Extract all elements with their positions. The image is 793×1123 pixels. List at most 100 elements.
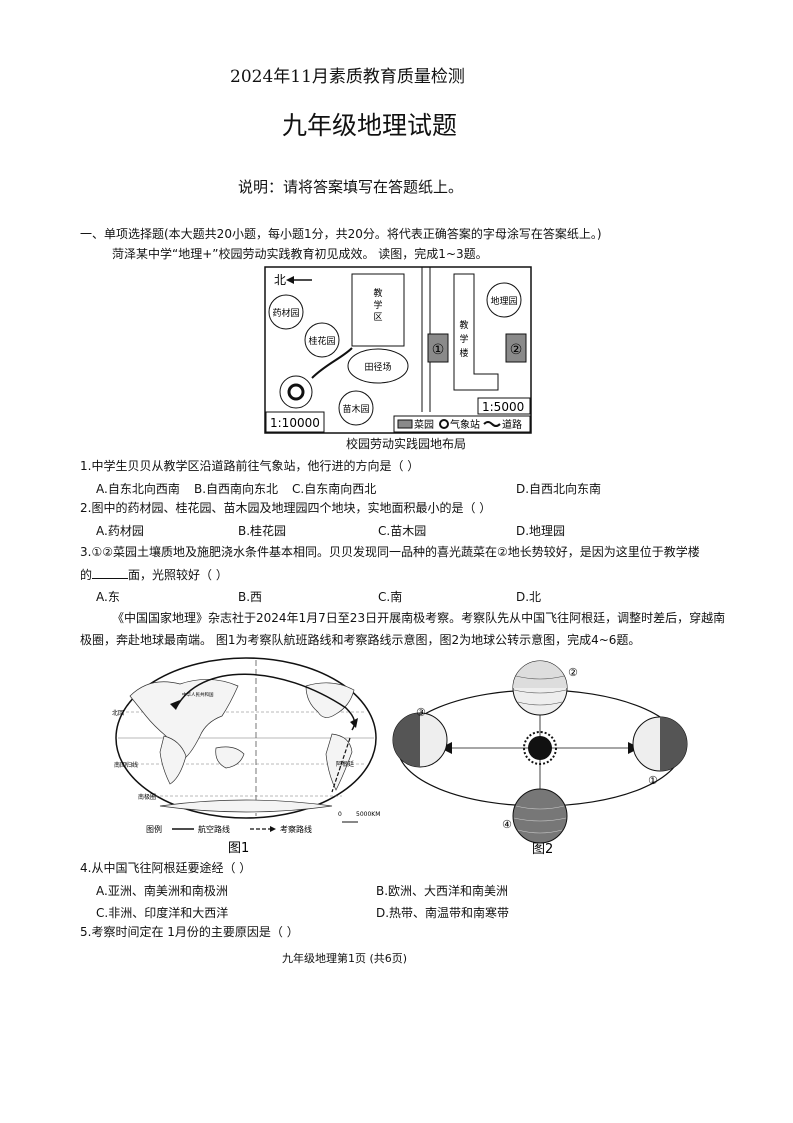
section-heading: 一、单项选择题(本大题共20小题，每小题1分，共20分。将代表正确答案的字母涂写… [80,227,602,241]
weather-station-icon [287,383,305,401]
q3-option-a: A.东 [96,590,120,604]
teaching-area-label-2: 学 [373,299,382,311]
q4-stem: 4.从中国飞往阿根廷要途经（ ） [80,861,252,875]
q2-option-c: C.苗木园 [378,524,427,538]
dili-label: 地理园 [490,295,517,307]
sun-rays-icon [523,731,557,765]
q2-option-b: B.桂花园 [238,524,287,538]
legend-road-label: 道路 [502,418,522,431]
q3-stem-prefix: 的 [80,568,93,582]
legend-box [393,415,531,433]
legend-station-icon [439,419,449,429]
earth-position-4 [512,788,568,844]
q2-option-a: A.药材园 [96,524,144,538]
scale-right-label: 1:5000 [482,400,524,414]
earth-3-label: ③ [416,706,426,719]
legend-station-label: 气象站 [450,418,480,431]
earth-2-label: ② [568,666,578,679]
q3-option-b: B.西 [238,590,263,604]
sun-icon [528,736,552,760]
earth-revolution-diagram: ② ③ ① ④ 图2 [392,660,688,856]
teaching-area-block [351,273,405,347]
antarctica-shape [159,799,333,813]
south-america-shape [325,733,353,791]
track-field-label: 田径场 [364,361,391,373]
legend-road-icon [483,421,501,427]
legend-veg-swatch [397,419,413,429]
teaching-building-label-1: 教 [459,319,468,331]
q1-option-a: A.自东北向西南 [96,482,180,496]
q1-option-d: D.自西北向东南 [516,482,602,496]
q1-option-c: C.自东南向西北 [292,482,377,496]
scale-right-box [477,397,531,415]
eurasia-africa-shape [129,679,239,761]
veg-plot-2-label: ② [510,342,523,358]
tropic-north-label: 北回 [112,709,124,717]
q5-stem: 5.考察时间定在 1月份的主要原因是（ ） [80,925,299,939]
teaching-area-label-3: 区 [373,312,382,323]
australia-shape [215,746,245,769]
fig2-caption: 图2 [532,842,553,856]
exam-supertitle: 2024年11月素质教育质量检测 [230,67,465,87]
argentina-label: 阿根廷 [336,760,354,768]
north-label: 北 [274,273,286,287]
fig1-legend-label: 图例 [146,824,162,834]
miaomu-label: 苗木园 [342,403,369,415]
africa-shape [159,735,187,785]
earth-1-label: ① [648,774,658,787]
q2-stem: 2.图中的药材园、桂花园、苗木园及地理园四个地块，实地面积最小的是（ ） [80,501,492,515]
campus-layout-map: 北 药材园 桂花园 教 学 区 田径场 苗木园 地理园 教 学 楼 ① ② 1:… [264,266,532,434]
passage2-line2: 极圈，奔赴地球最南端。 图1为考察队航班路线和考察路线示意图，图2为地球公转示意… [80,633,641,647]
guihua-plot [304,322,340,358]
q1-option-b: B.自西南向东北 [194,482,279,496]
teaching-building [453,273,499,391]
north-arrowhead-icon [286,276,294,284]
plane-icon-west [170,700,180,710]
track-field [347,348,409,384]
antarctic-circle-label: 南极圈 [138,793,156,801]
q1-stem: 1.中学生贝贝从教学区沿道路前往气象站，他行进的方向是（ ） [80,459,420,473]
map1-caption: 校园劳动实践园地布局 [346,437,467,451]
q3-answer-blank [92,566,129,579]
passage-intro-1: 菏泽某中学“地理+”校园劳动实践教育初见成效。 读图，完成1~3题。 [112,247,488,261]
fig1-air-route-label: 航空路线 [198,824,230,834]
scale-left-box [265,411,325,433]
veg-plot-1 [427,333,449,363]
passage2-line1: 《中国国家地理》杂志社于2024年1月7日至23日开展南极考察。考察队先从中国飞… [112,611,726,625]
miaomu-plot [338,390,374,426]
q3-option-c: C.南 [378,590,403,604]
earth-position-1 [632,716,688,772]
scale-left-label: 1:10000 [270,416,320,430]
earth-4-globe-icon [512,788,568,844]
q4-option-d: D.热带、南温带和南寒带 [376,906,510,920]
road-path [311,347,353,379]
dili-plot [486,282,522,318]
legend-survey-arrow-icon [270,826,276,832]
q3-stem-suffix: 面，光照较好（ ） [128,568,228,582]
fig1-scale-label: 5000KM [356,811,380,818]
exam-note: 说明：请将答案填写在答题纸上。 [238,178,464,196]
plane-icon-east [350,718,358,728]
veg-plot-1-label: ① [432,342,445,358]
q3-option-d: D.北 [516,590,542,604]
q2-option-d: D.地理园 [516,524,566,538]
tropic-south-label: 南回归线 [114,761,138,769]
q4-option-a: A.亚洲、南美洲和南极洲 [96,884,228,898]
survey-route-line [331,737,351,793]
fig1-scale-zero: 0 [338,811,342,818]
fig1-survey-route-label: 考察路线 [280,824,312,834]
guihua-label: 桂花园 [308,335,335,347]
q3-stem-line2: 的 面，光照较好（ ） [80,566,228,583]
yaocai-plot [268,294,304,330]
q3-stem-line1: 3.①②菜园土壤质地及施肥浇水条件基本相同。贝贝发现同一品种的喜光蔬菜在②地长势… [80,545,700,559]
earth-position-3 [392,712,448,768]
exam-title: 九年级地理试题 [282,111,458,140]
world-route-map: 中华人民共和国 北回 南回归线 南极圈 阿根廷 图例 航空路线 考察路线 0 5… [112,657,380,856]
earth-4-label: ④ [502,818,512,831]
teaching-building-label-2: 学 [459,333,468,345]
q4-option-b: B.欧洲、大西洋和南美洲 [376,884,509,898]
q4-option-c: C.非洲、印度洋和大西洋 [96,906,229,920]
page-footer: 九年级地理第1页 (共6页) [282,952,408,965]
teaching-building-label-3: 楼 [459,347,468,359]
veg-plot-2 [505,333,527,363]
